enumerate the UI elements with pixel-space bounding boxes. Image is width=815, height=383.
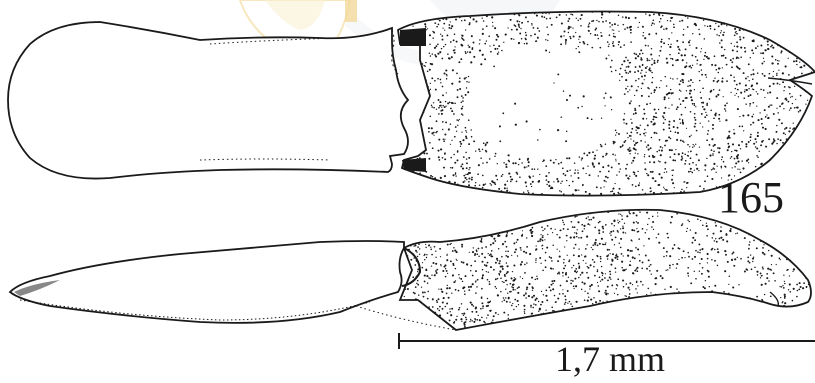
figure-number: 165 [718,173,784,222]
scale-bar-label: 1,7 mm [555,339,666,379]
scale-bar [398,333,815,349]
aedeagus-lateral-apical-part [398,208,812,331]
aedeagus-lateral-basal-part [8,240,405,324]
aedeagus-dorsal-basal-part [7,21,410,180]
aedeagus-dorsal-apical-part [397,10,815,197]
